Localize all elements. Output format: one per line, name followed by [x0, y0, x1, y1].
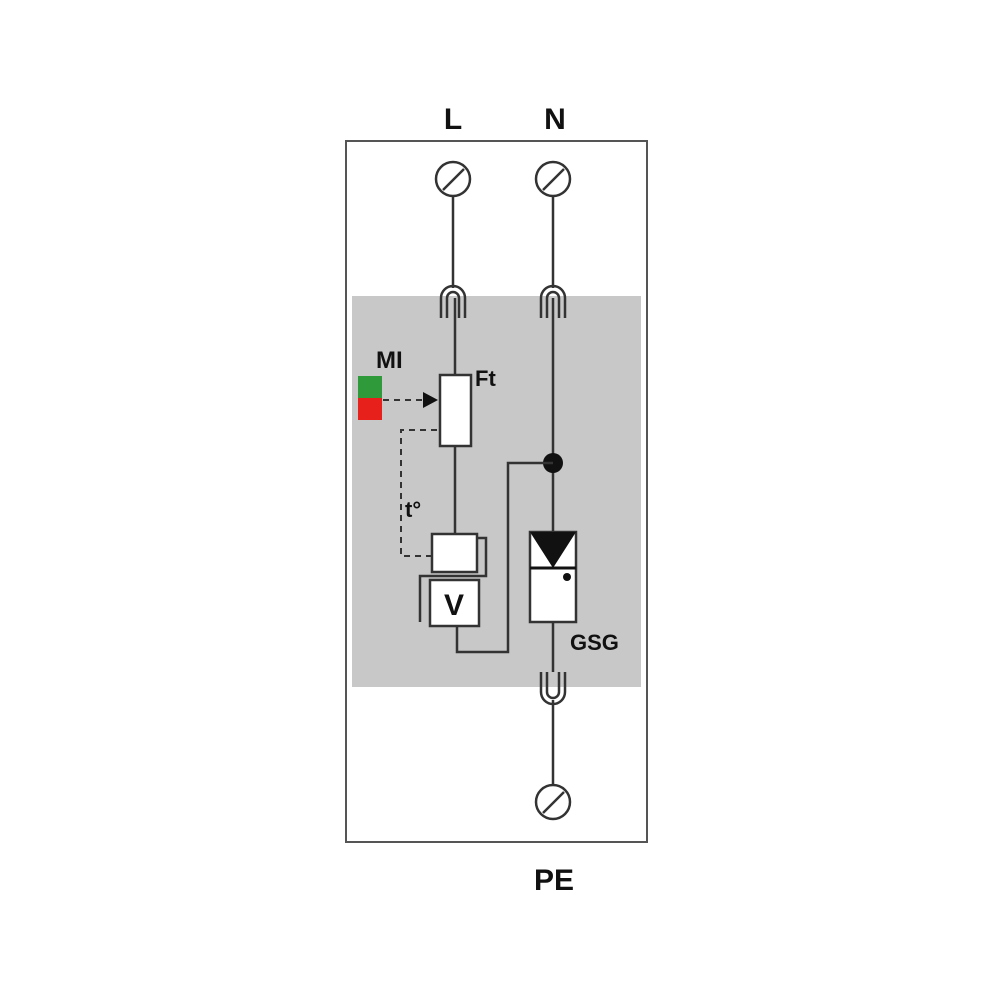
terminal-label-pe: PE — [534, 864, 574, 897]
varistor-bracket-left — [418, 574, 428, 622]
varistor-return-wire — [455, 461, 553, 654]
neutral-plug-connector-icon — [539, 284, 567, 318]
varistor — [428, 578, 481, 628]
pe-plug-connector-icon — [539, 672, 567, 706]
gas-spark-gap-arrow-icon — [530, 532, 576, 568]
line-plug-connector-icon — [439, 284, 467, 318]
terminal-label-n: N — [544, 103, 566, 136]
indicator-ok-green — [358, 376, 382, 398]
mechanical-link-dashed — [383, 399, 437, 557]
fuse-actuator-arrow-icon — [423, 392, 438, 408]
terminal-pe-screw-icon — [534, 783, 572, 821]
monitoring-indicator-label: MI — [376, 347, 403, 374]
line-conductor — [451, 196, 457, 534]
gas-spark-gap-label: GSG — [570, 630, 619, 655]
thermal-disconnector — [430, 532, 479, 574]
thermal-fuse — [438, 373, 473, 448]
terminal-label-l: L — [444, 103, 462, 136]
varistor-bracket-right — [428, 536, 488, 578]
indicator-fault-red — [358, 398, 382, 420]
thermal-fuse-label: Ft — [475, 366, 496, 391]
thermal-link-label: t° — [405, 497, 421, 522]
gas-spark-gap-dot — [563, 573, 571, 581]
plug-in-module — [352, 296, 641, 687]
varistor-label: V — [444, 589, 464, 622]
terminal-l-screw-icon — [434, 160, 472, 198]
terminal-n-screw-icon — [534, 160, 572, 198]
